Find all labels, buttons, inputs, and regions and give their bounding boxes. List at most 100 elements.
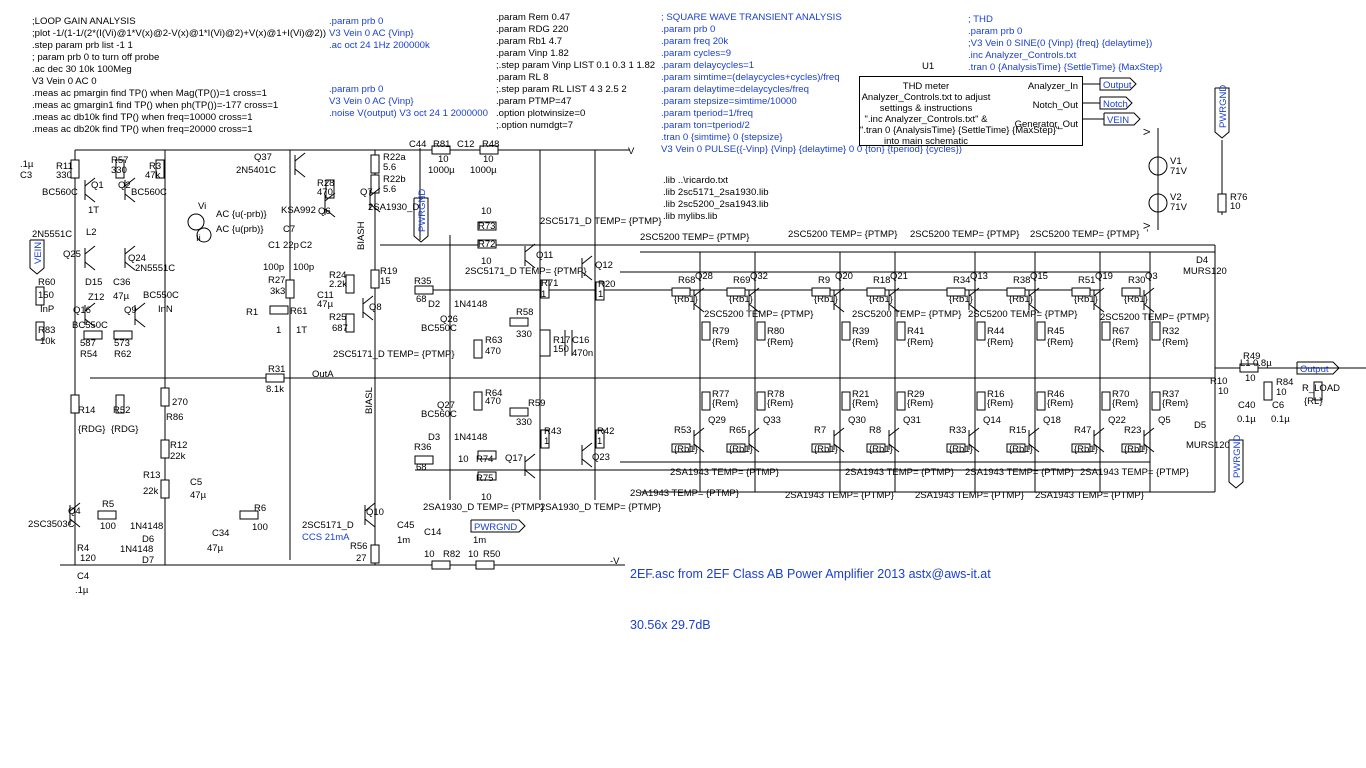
noise-line: .param prb 0 (329, 84, 384, 95)
lower-emitter-resistor (841, 391, 851, 411)
c3-ref: C3 (20, 170, 32, 181)
lower-rb-val: {Rb1} (1009, 444, 1033, 455)
r75-ref: R75 (476, 473, 493, 484)
r35-val: 68 (416, 294, 427, 305)
param-line: .param Vinp 1.82 (496, 48, 569, 59)
lower-rb-ref: R47 (1074, 425, 1091, 436)
npn-model-label: 2SC5200 TEMP= {PTMP} (704, 309, 813, 320)
c4-ref: C4 (77, 571, 89, 582)
vas-model: 2SC5171_D TEMP= {PTMP} (333, 349, 455, 360)
lower-q-ref: Q33 (763, 415, 781, 426)
r6 (239, 510, 259, 520)
r73 (477, 221, 497, 231)
r22b (370, 174, 380, 194)
upper-rb-val: {Rb1} (1074, 294, 1098, 305)
lower-re-val: {Rem} (1162, 398, 1188, 409)
loop-gain-line: .meas ac db10k find TP() when freq=10000… (32, 112, 253, 123)
thd-line: ; THD (968, 14, 993, 25)
r43-val: 1 (544, 436, 549, 447)
lower-transistor-e (833, 443, 845, 453)
r71 (540, 279, 550, 299)
square-wave-line: .param delaytime=delaycycles/freq (661, 84, 809, 95)
upper-re-val: {Rem} (907, 337, 933, 348)
c36-val: 47µ (113, 291, 130, 302)
upper-q-ref: Q15 (1030, 271, 1048, 282)
r49-val: 10 (1245, 373, 1256, 384)
r13-ref: R13 (143, 470, 160, 481)
lower-transistor-c (1093, 427, 1105, 437)
upper-re-ref: R67 (1112, 326, 1129, 337)
d5-ref: D5 (1194, 420, 1206, 431)
r57 (115, 159, 125, 179)
lower-base-resistor (1121, 443, 1141, 453)
lower-re-ref: R21 (852, 389, 869, 400)
lower-base-resistor (1006, 443, 1026, 453)
lower-re-ref: R37 (1162, 389, 1179, 400)
r63 (473, 339, 483, 359)
lower-rb-ref: R15 (1009, 425, 1026, 436)
c45-val: 1m (397, 535, 410, 546)
c6-ref: C6 (1272, 400, 1284, 411)
output-flag (1296, 361, 1340, 375)
thd-meter-line: settings & instructions (879, 103, 973, 114)
c7-val: 22p (283, 240, 299, 251)
q24-c (124, 245, 136, 255)
pnp-model-label: 2SA1943 TEMP= {PTMP} (785, 490, 894, 501)
r22b-ref: R22b (383, 174, 406, 185)
npn-model-label: 2SC5200 TEMP= {PTMP} (968, 309, 1077, 320)
lower-rb-val: {Rb1} (814, 444, 838, 455)
upper-transistor-c (888, 287, 900, 297)
c14-ref: C14 (424, 527, 441, 538)
npn-model-label: 2SC5200 TEMP= {PTMP} (788, 229, 897, 240)
r31 (265, 373, 285, 383)
thd-meter-line: into main schematic (884, 136, 968, 147)
square-wave-line: .param cycles=9 (661, 48, 732, 59)
r22a (370, 154, 380, 174)
r24 (345, 274, 355, 294)
d6-model: 1N4148 (130, 521, 163, 532)
r74-ref: R74 (476, 454, 493, 465)
upper-transistor-e (833, 303, 845, 313)
upper-rb-ref: R51 (1078, 275, 1095, 286)
r84-ref: R84 (1276, 377, 1293, 388)
lower-rb-val: {Rb1} (949, 444, 973, 455)
c16-ref: C16 (572, 335, 589, 346)
r82-val: 10 (424, 549, 435, 560)
lower-transistor-e (1028, 443, 1040, 453)
upper-re-ref: R39 (852, 326, 869, 337)
upper-rb-val: {Rb1} (729, 294, 753, 305)
lower-transistor-c (1143, 427, 1155, 437)
square-wave-line: .param simtime=(delaycycles+cycles)/freq (661, 72, 840, 83)
l1-ref: L1 (1240, 358, 1251, 369)
r19 (370, 269, 380, 289)
upper-base-resistor (1071, 287, 1091, 297)
lower-rb-val: {Rb1} (674, 444, 698, 455)
upper-re-val: {Rem} (852, 337, 878, 348)
v2-ref: V2 (1170, 192, 1182, 203)
loop-gain-line: ;LOOP GAIN ANALYSIS (32, 16, 136, 27)
lower-emitter-resistor (701, 391, 711, 411)
r5 (97, 510, 117, 520)
outA-label: OutA (312, 369, 334, 380)
param-line: .param RL 8 (496, 72, 549, 83)
q8-c (362, 295, 374, 305)
q25-model: 2N5551C (32, 229, 72, 240)
r10-val: 10 (1218, 386, 1229, 397)
upper-emitter-resistor (976, 321, 986, 341)
thd-meter-line: Analyzer_Controls.txt to adjust (861, 92, 991, 103)
lower-rb-ref: R7 (814, 425, 826, 436)
r28-ref: R28 (317, 178, 334, 189)
vi-source (187, 213, 205, 231)
r64-val: 470 (485, 396, 501, 407)
vi-ref: Vi (198, 201, 206, 212)
lower-base-resistor (671, 443, 691, 453)
upper-rb-ref: R34 (953, 275, 970, 286)
lower-transistor-e (1093, 443, 1105, 453)
lower-emitter-resistor (976, 391, 986, 411)
square-wave-line: .param prb 0 (661, 24, 716, 35)
q23-e (581, 458, 593, 468)
pwrgnd-flag-right (1228, 439, 1244, 489)
upper-transistor-e (1028, 303, 1040, 313)
